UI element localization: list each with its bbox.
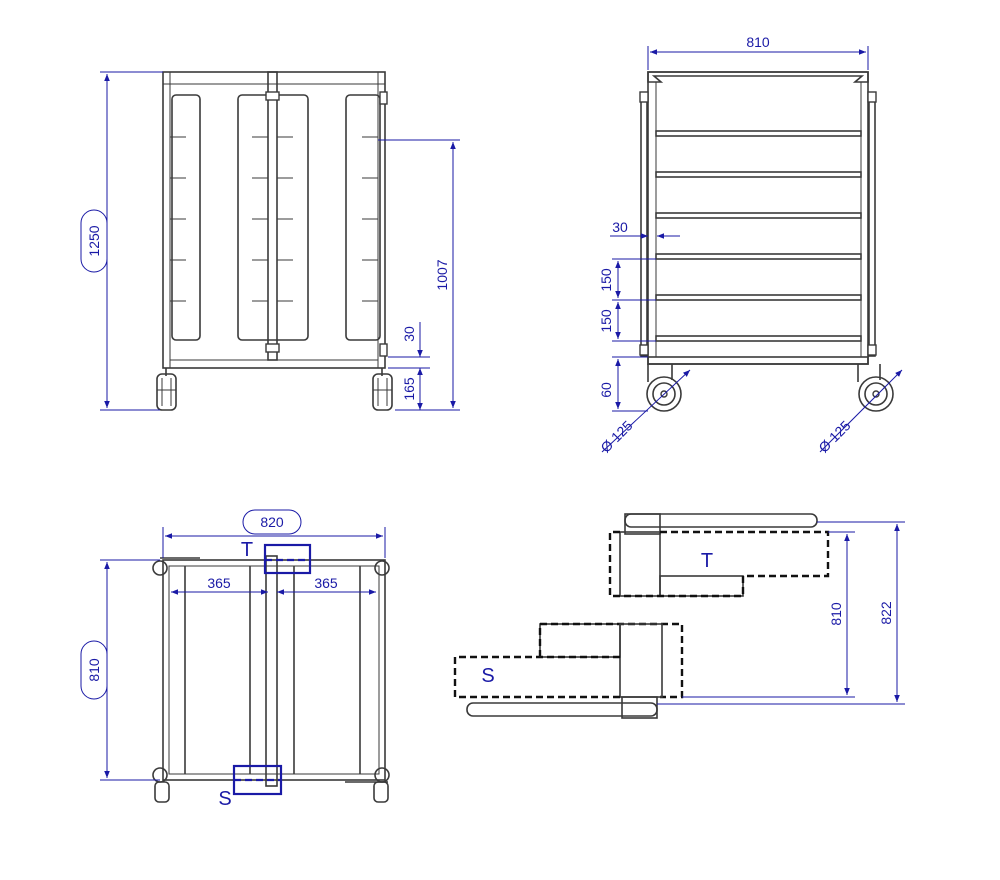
side-view: 810 30 150 150 60 Ø 125 Ø 125: [597, 34, 903, 456]
detail-s-handle: [466, 702, 658, 717]
dim-wheel-right: Ø 125: [815, 417, 853, 455]
door-detail: T S 810 822: [453, 513, 905, 719]
dim-60: 60: [598, 382, 614, 398]
dim-150-b: 150: [598, 309, 614, 333]
front-caster-right: [372, 368, 393, 411]
dim-depth-810-top: 810: [86, 658, 102, 682]
dim-165: 165: [401, 377, 417, 401]
detail-s-post: [619, 623, 663, 698]
detail-s-dashed: [453, 655, 620, 699]
dim-wheel-left: Ø 125: [597, 417, 635, 455]
front-view: 1250 1007 30 165: [80, 71, 460, 411]
side-caster-left: [646, 364, 682, 412]
detail-label-t: T: [701, 550, 713, 572]
top-dimensions: 820 365 365 810: [80, 509, 386, 781]
detail-s-block: [539, 623, 621, 658]
front-dimensions: 1250 1007 30 165: [80, 71, 460, 411]
top-label-t: T: [241, 539, 253, 561]
side-handle-left: [640, 93, 648, 357]
detail-t-dashed-left: [608, 530, 745, 598]
dim-365-right: 365: [314, 575, 338, 591]
detail-label-s: S: [481, 665, 494, 687]
dim-height-1007: 1007: [434, 259, 450, 290]
dim-822-detail: 822: [878, 601, 894, 625]
top-label-s: S: [218, 788, 231, 810]
side-top-cap: [647, 71, 869, 83]
front-caster-left: [156, 368, 177, 411]
side-shelves: [647, 130, 869, 365]
front-frame: [162, 71, 386, 369]
front-center-post: [267, 71, 278, 361]
detail-t-post: [619, 531, 661, 597]
top-center-post: [265, 555, 278, 787]
front-panel-right: [345, 94, 381, 341]
dim-365-left: 365: [207, 575, 231, 591]
side-handle-right: [868, 93, 876, 357]
side-caster-right: [857, 364, 894, 412]
dim-height-1250: 1250: [86, 225, 102, 256]
top-view: T S 820 365 365 810: [80, 509, 390, 810]
detail-t-dashed-right: [660, 530, 830, 578]
front-panel-center: [237, 94, 309, 341]
detail-t-handle: [624, 513, 818, 528]
dim-width-810-side: 810: [746, 34, 770, 50]
dim-30-side: 30: [612, 219, 628, 235]
front-shelf-ticks: [170, 136, 378, 302]
dim-width-820: 820: [260, 514, 284, 530]
top-frame: [162, 559, 386, 781]
front-panel-left: [171, 94, 201, 341]
dim-150-a: 150: [598, 268, 614, 292]
dim-30-front: 30: [401, 326, 417, 342]
dim-810-detail: 810: [828, 602, 844, 626]
